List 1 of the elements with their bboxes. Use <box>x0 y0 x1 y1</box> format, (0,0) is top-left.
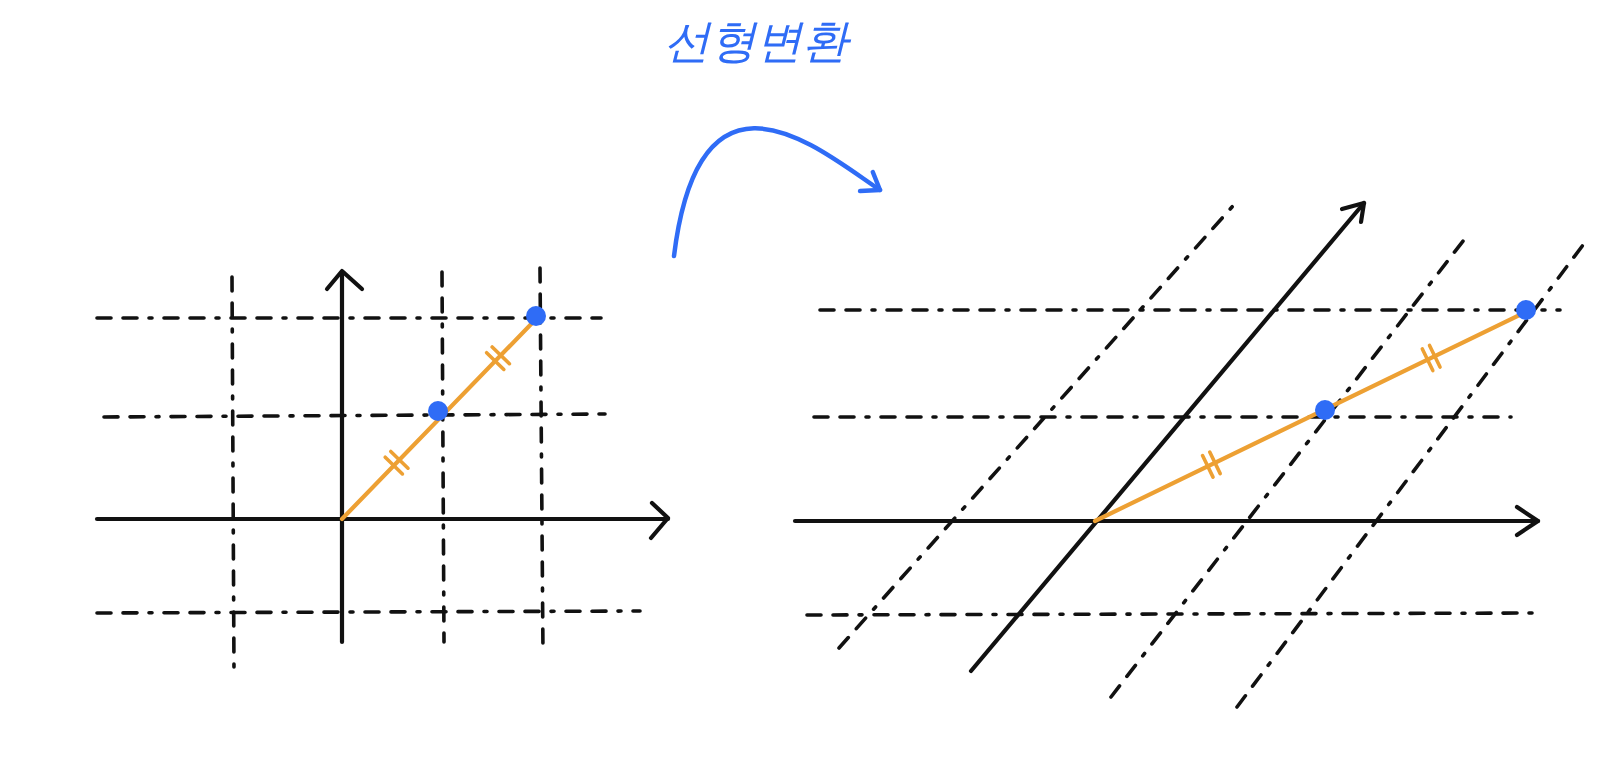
curved-arrow <box>671 126 883 259</box>
